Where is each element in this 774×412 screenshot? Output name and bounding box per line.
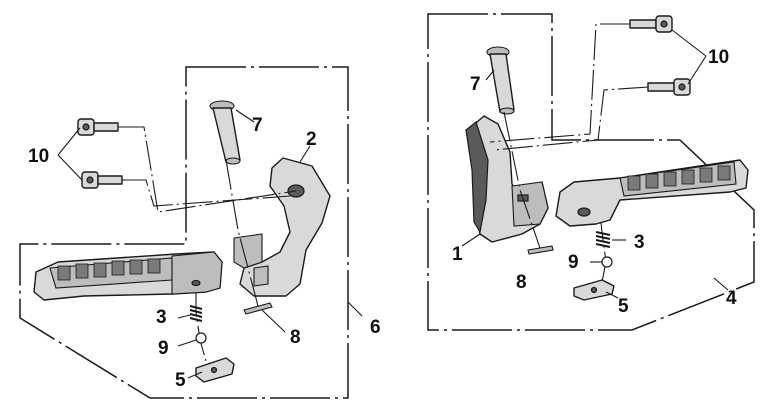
left-label-ball: 9 (158, 338, 169, 359)
left-assembly-outline (19, 66, 349, 399)
right-clip (527, 245, 554, 255)
left-plate (195, 357, 235, 383)
left-assembly: 7 2 10 8 6 3 9 5 (19, 66, 381, 399)
left-ball (195, 332, 207, 344)
right-label-bolts: 10 (708, 47, 729, 68)
right-label-clip: 8 (516, 272, 527, 293)
left-label-bolts: 10 (28, 146, 49, 167)
left-bolt-upper (77, 118, 119, 136)
left-label-bracket: 2 (306, 129, 317, 150)
left-spring (189, 305, 203, 322)
left-label-spring: 3 (156, 307, 167, 328)
right-assembly: 7 10 1 3 9 8 4 5 (427, 13, 755, 331)
left-clip (243, 302, 273, 315)
right-footpeg (555, 159, 749, 227)
right-label-assembly: 4 (726, 288, 737, 309)
left-pin (209, 100, 241, 165)
left-label-clip: 8 (290, 327, 301, 348)
left-label-plate: 5 (175, 370, 186, 391)
right-pin (486, 46, 515, 115)
left-footpeg (33, 251, 223, 301)
right-bolt-lower (647, 78, 691, 96)
right-plate (573, 279, 615, 301)
right-assembly-outline (427, 13, 755, 331)
left-label-assembly: 6 (370, 317, 381, 338)
right-bracket (465, 115, 549, 243)
left-bracket (233, 157, 331, 297)
right-label-ball: 9 (568, 252, 579, 273)
right-label-bracket: 1 (452, 244, 463, 265)
right-label-spring: 3 (634, 232, 645, 253)
left-bolt-lower (81, 171, 123, 189)
right-label-plate: 5 (618, 296, 629, 317)
left-label-pin: 7 (252, 115, 263, 136)
right-bolt-upper (629, 15, 673, 33)
right-ball (601, 256, 613, 268)
right-label-pin: 7 (470, 74, 481, 95)
right-spring (595, 231, 611, 248)
